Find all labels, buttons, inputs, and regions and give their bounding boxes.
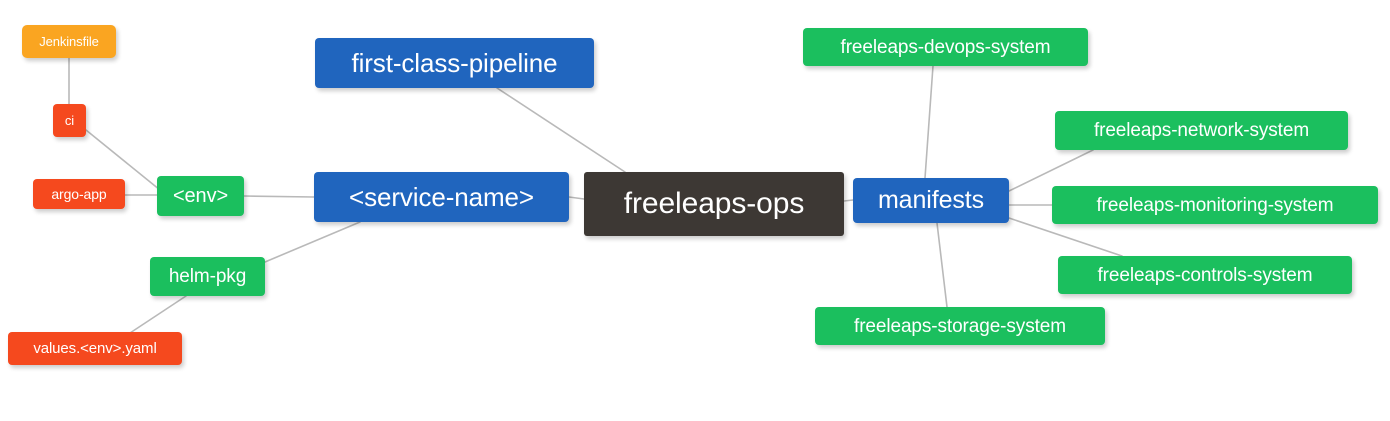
node-helm-pkg[interactable]: helm-pkg (150, 257, 265, 296)
node-ci[interactable]: ci (53, 104, 86, 137)
node-label-network-system: freeleaps-network-system (1093, 120, 1310, 141)
edge-env-servicename (243, 195, 315, 198)
node-controls-system[interactable]: freeleaps-controls-system (1058, 256, 1352, 294)
node-label-values-yaml: values.<env>.yaml (33, 340, 157, 357)
node-network-system[interactable]: freeleaps-network-system (1055, 111, 1348, 150)
edge-ops-manifests (843, 199, 854, 202)
edge-servicename-ops (568, 196, 585, 200)
edge-manifests-network (1008, 149, 1094, 192)
node-freeleaps-ops[interactable]: freeleaps-ops (584, 172, 844, 236)
node-manifests[interactable]: manifests (853, 178, 1009, 223)
node-label-env: <env> (172, 185, 229, 207)
node-label-service-name: <service-name> (348, 182, 535, 212)
node-storage-system[interactable]: freeleaps-storage-system (815, 307, 1105, 345)
node-env[interactable]: <env> (157, 176, 244, 216)
node-values-yaml[interactable]: values.<env>.yaml (8, 332, 182, 365)
node-label-jenkinsfile: Jenkinsfile (39, 34, 99, 49)
edge-servicename-helmpkg (264, 221, 361, 263)
node-service-name[interactable]: <service-name> (314, 172, 569, 222)
node-label-manifests: manifests (877, 186, 985, 214)
edge-manifests-devops (924, 65, 934, 179)
node-label-devops-system: freeleaps-devops-system (840, 36, 1051, 58)
node-label-freeleaps-ops: freeleaps-ops (623, 187, 805, 220)
edge-helmpkg-values (129, 295, 187, 334)
edge-pipeline-ops (496, 87, 626, 173)
node-label-first-class-pipeline: first-class-pipeline (351, 48, 558, 78)
node-devops-system[interactable]: freeleaps-devops-system (803, 28, 1088, 66)
node-monitoring-system[interactable]: freeleaps-monitoring-system (1052, 186, 1378, 224)
node-label-helm-pkg: helm-pkg (168, 266, 247, 287)
node-label-argo-app: argo-app (51, 186, 107, 202)
node-label-ci: ci (64, 113, 75, 128)
node-label-storage-system: freeleaps-storage-system (854, 315, 1066, 337)
node-label-monitoring-system: freeleaps-monitoring-system (1096, 194, 1334, 216)
edge-manifests-storage (936, 222, 948, 308)
node-jenkinsfile[interactable]: Jenkinsfile (22, 25, 116, 58)
node-label-controls-system: freeleaps-controls-system (1097, 264, 1313, 286)
node-argo-app[interactable]: argo-app (33, 179, 125, 209)
node-first-class-pipeline[interactable]: first-class-pipeline (315, 38, 594, 88)
